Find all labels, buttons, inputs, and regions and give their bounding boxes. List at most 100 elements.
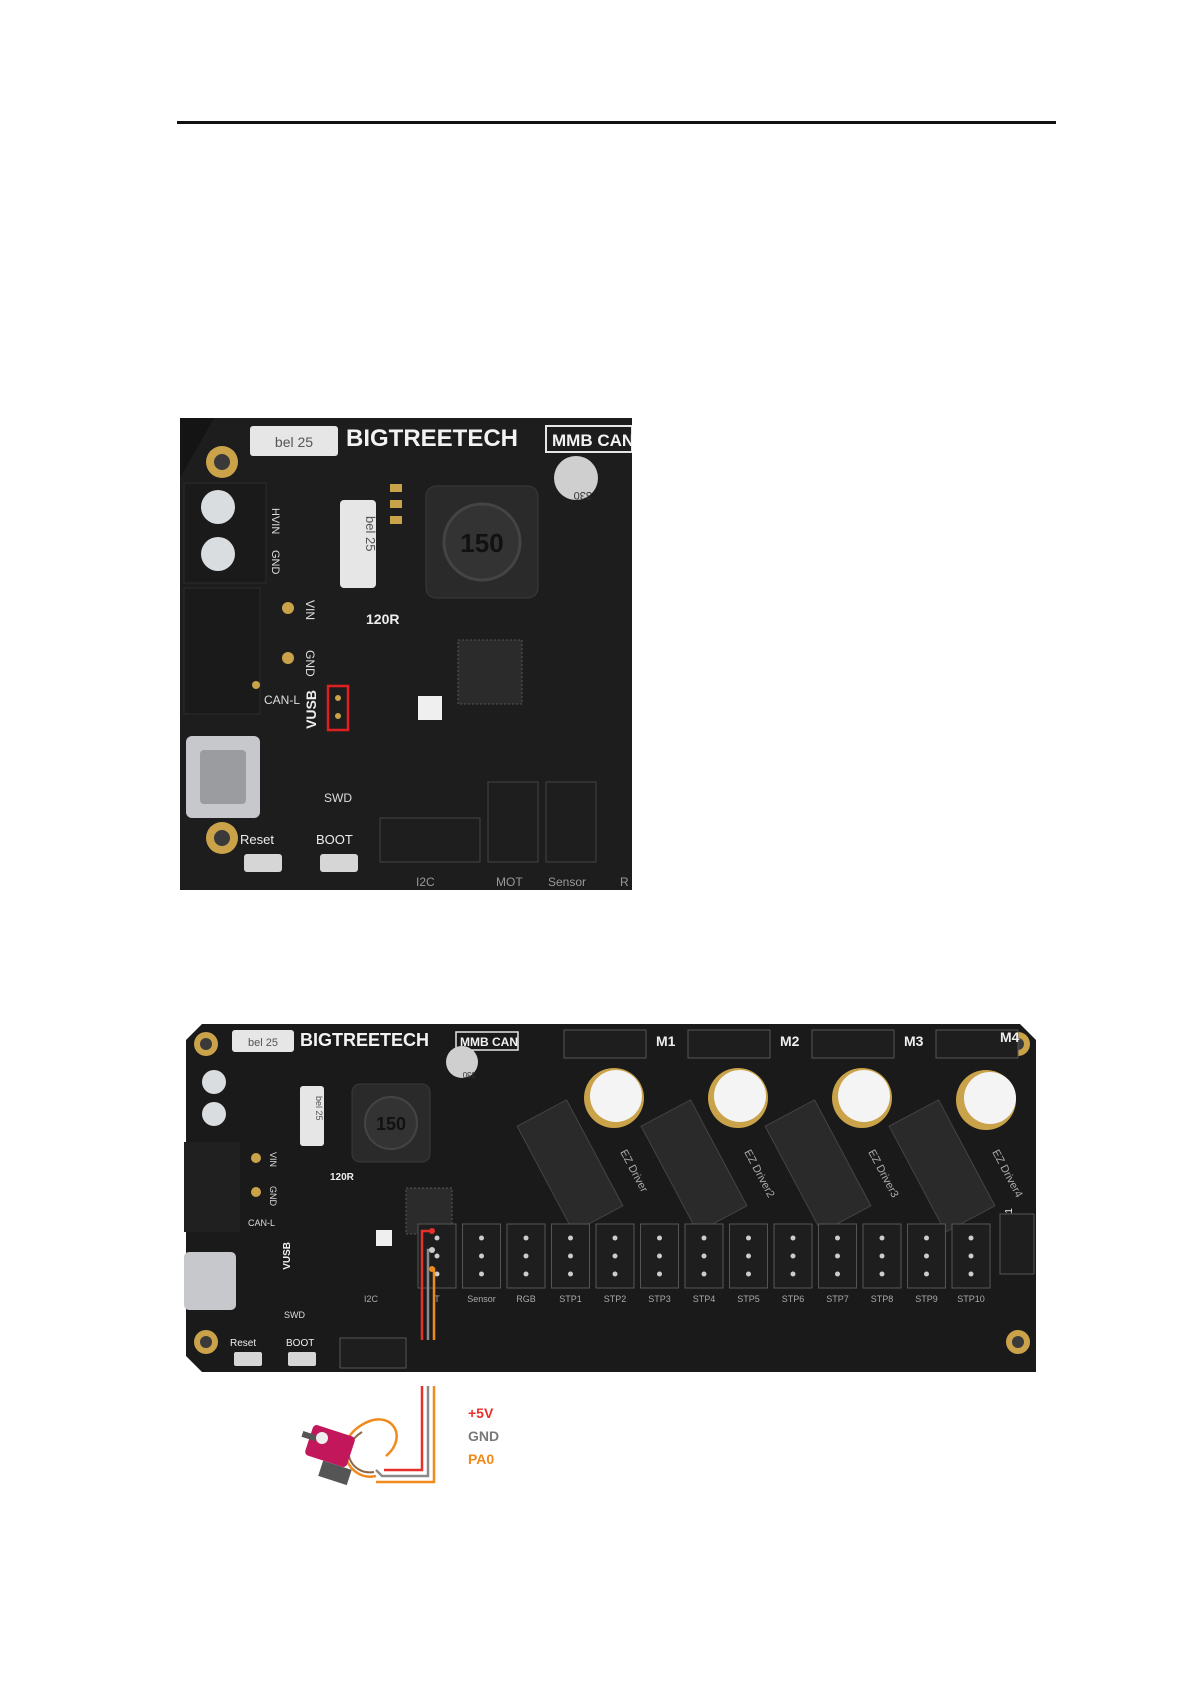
swd-label-2: SWD xyxy=(284,1310,305,1320)
connector-pin xyxy=(523,1271,529,1277)
connector-pin xyxy=(790,1253,796,1259)
model-label: MMB CAN xyxy=(552,431,632,450)
vin-label-2: VIN xyxy=(268,1152,278,1167)
connector-pin xyxy=(879,1271,885,1277)
can-l-label: CAN-L xyxy=(264,693,300,707)
wire-5v-label: +5V xyxy=(468,1405,494,1421)
connector-pin xyxy=(568,1271,573,1277)
gnd-label: GND xyxy=(303,650,317,677)
motor-group-1: M1 EZ Driver xyxy=(516,1029,676,1233)
servo-icon xyxy=(301,1425,355,1486)
connector-pin xyxy=(612,1235,618,1241)
port-label-stp4: STP4 xyxy=(693,1294,716,1304)
connector-pin xyxy=(523,1235,529,1241)
resistor-label: 120R xyxy=(366,611,399,627)
hvin-label: HVIN xyxy=(269,508,281,534)
connector-pin xyxy=(568,1235,573,1241)
port-r: R xyxy=(620,875,629,889)
resistor-label-2: 120R xyxy=(330,1172,355,1183)
vin-label: VIN xyxy=(303,600,317,620)
cap-value-2: 330 xyxy=(462,1070,476,1079)
port-mot: MOT xyxy=(496,875,523,889)
connector-pin xyxy=(701,1235,707,1241)
connector-pin xyxy=(479,1253,484,1259)
connector-pin xyxy=(790,1235,796,1241)
port-label-sensor: Sensor xyxy=(467,1294,496,1304)
fuse-top xyxy=(250,426,338,456)
port-sensor: Sensor xyxy=(548,875,586,889)
connector-pin xyxy=(924,1235,929,1241)
vusb-highlight xyxy=(326,684,350,732)
reset-label-2: Reset xyxy=(230,1338,256,1349)
connector-pin xyxy=(746,1235,751,1241)
connector-stp5 xyxy=(729,1223,768,1289)
connector-pin xyxy=(968,1235,974,1241)
cap-value: 330 xyxy=(574,489,592,501)
connector-pin xyxy=(657,1271,662,1277)
m2-label: M2 xyxy=(780,1033,800,1049)
board-photo-vusb: bel 25 BIGTREETECH MMB CAN HVIN GND VIN … xyxy=(180,418,632,890)
connector-pin xyxy=(434,1271,440,1277)
port-label-i2c: I2C xyxy=(364,1294,379,1304)
connector-pin xyxy=(835,1271,840,1277)
terminal-gnd-label: GND xyxy=(269,550,281,575)
port-label-stp5: STP5 xyxy=(737,1294,760,1304)
vusb-label: VUSB xyxy=(303,690,319,729)
brand-logo: BIGTREETECH xyxy=(346,425,518,452)
header-rule xyxy=(177,121,1056,124)
connector-pin xyxy=(746,1271,751,1277)
boot-label: BOOT xyxy=(316,832,353,847)
port-label-stp6: STP6 xyxy=(782,1294,805,1304)
connector-pin xyxy=(701,1271,707,1277)
fuse-top-label-2: bel 25 xyxy=(248,1037,278,1049)
servo-diagram xyxy=(301,1386,436,1486)
connector-pin xyxy=(701,1253,707,1259)
fuse-mid-label: bel 25 xyxy=(363,516,378,551)
swd-label: SWD xyxy=(324,791,352,805)
model-label-2: MMB CAN xyxy=(460,1035,518,1049)
port-label-stp9: STP9 xyxy=(915,1294,938,1304)
motor-group-2: M2 EZ Driver2 xyxy=(640,1029,800,1233)
connector-pin xyxy=(479,1235,484,1241)
connector-pin xyxy=(790,1271,796,1277)
connector-pin xyxy=(968,1271,974,1277)
vusb-label-2: VUSB xyxy=(282,1242,293,1270)
connector-pin xyxy=(879,1235,885,1241)
board-photo-servo: bel 25 BIGTREETECH MMB CAN VIN GND CAN-L… xyxy=(180,1012,1048,1386)
wire-pa0-label: PA0 xyxy=(468,1451,495,1467)
connector-pin xyxy=(523,1253,529,1259)
connector-pin xyxy=(924,1253,929,1259)
connector-pin xyxy=(968,1253,974,1259)
connector-pin xyxy=(657,1253,662,1259)
connector-pin xyxy=(434,1253,440,1259)
m4-label: M4 xyxy=(1000,1029,1020,1045)
port-label-rgb: RGB xyxy=(516,1294,536,1304)
port-label-stp1: STP1 xyxy=(559,1294,582,1304)
boot-label-2: BOOT xyxy=(286,1338,314,1349)
connector-pin xyxy=(835,1253,840,1259)
fuse-top-label: bel 25 xyxy=(275,434,313,450)
connector-pin xyxy=(612,1253,618,1259)
connector-pin xyxy=(879,1253,885,1259)
reset-label: Reset xyxy=(240,832,274,847)
connector-pin xyxy=(657,1235,662,1241)
connector-pin xyxy=(479,1271,484,1277)
port-label-stp2: STP2 xyxy=(604,1294,627,1304)
connector-pin xyxy=(746,1253,751,1259)
wire-gnd-label: GND xyxy=(468,1428,500,1444)
fuse-mid-label-2: bel 25 xyxy=(314,1096,324,1121)
m1-label: M1 xyxy=(656,1033,676,1049)
m3-label: M3 xyxy=(904,1033,924,1049)
connector-pin xyxy=(434,1235,440,1241)
port-label-stp10: STP10 xyxy=(957,1294,985,1304)
connector-pin xyxy=(835,1235,840,1241)
port-label-stp3: STP3 xyxy=(648,1294,671,1304)
port-i2c: I2C xyxy=(416,875,435,889)
connector-pin xyxy=(924,1271,929,1277)
can-l-label-2: CAN-L xyxy=(248,1218,275,1228)
port-label-stp7: STP7 xyxy=(826,1294,849,1304)
connector-pin xyxy=(568,1253,573,1259)
port-label-stp8: STP8 xyxy=(871,1294,894,1304)
port-label-t: T xyxy=(434,1294,440,1304)
connector-pin xyxy=(612,1271,618,1277)
